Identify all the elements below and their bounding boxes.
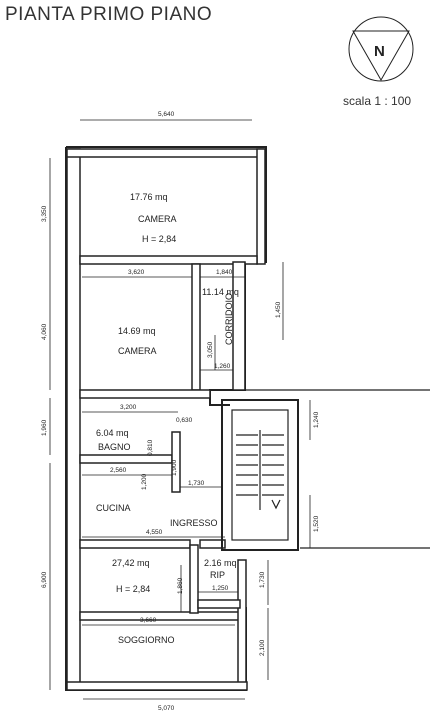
dim-corr-height: 1,450 bbox=[275, 301, 282, 318]
dim-cucina-small: 1,200 bbox=[141, 473, 148, 490]
camera1-height: H = 2,84 bbox=[142, 234, 176, 244]
dim-left-top: 3,350 bbox=[41, 205, 48, 222]
dim-right-top: 1,240 bbox=[313, 411, 320, 428]
dim-soggiorno-width: 3,660 bbox=[140, 617, 157, 624]
camera2-name: CAMERA bbox=[118, 346, 157, 356]
dim-bagno-right: 1,900 bbox=[171, 459, 178, 476]
dim-bottom-width: 5,070 bbox=[158, 705, 175, 712]
dim-corr-bottom: 1,260 bbox=[214, 363, 231, 370]
dim-left-b1: 1,960 bbox=[41, 419, 48, 436]
dim-corr-lower: 3,050 bbox=[207, 341, 214, 358]
soggiorno-area: 27,42 mq bbox=[112, 558, 150, 568]
dim-bagno-width: 3,200 bbox=[120, 404, 137, 411]
dim-right-mid: 1,520 bbox=[313, 515, 320, 532]
bagno-name: BAGNO bbox=[98, 442, 131, 452]
scale-label: scala 1 : 100 bbox=[343, 94, 412, 108]
dim-right-bottom: 2,100 bbox=[259, 639, 266, 656]
page-title: PIANTA PRIMO PIANO bbox=[5, 4, 213, 25]
dim-camera2-width: 3,620 bbox=[128, 269, 145, 276]
staircase bbox=[221, 262, 430, 551]
bagno-area: 6.04 mq bbox=[96, 428, 129, 438]
cucina-name: CUCINA bbox=[96, 503, 131, 513]
dim-rip-width: 1,250 bbox=[212, 585, 229, 592]
rip-name: RIP bbox=[210, 570, 225, 580]
dim-bagno-small: 0,630 bbox=[176, 417, 193, 424]
dim-cucina-width: 2,560 bbox=[110, 467, 127, 474]
north-label: N bbox=[374, 43, 385, 60]
camera2-area: 14.69 mq bbox=[118, 326, 156, 336]
dim-left-b2: 6,900 bbox=[41, 571, 48, 588]
dim-rip-right: 1,730 bbox=[259, 571, 266, 588]
corridoio-name: CORRIDOIO bbox=[224, 293, 234, 345]
dim-left-mid: 4,060 bbox=[41, 323, 48, 340]
wall-segments bbox=[66, 148, 266, 691]
dim-cucina-right: 1,730 bbox=[188, 480, 205, 487]
dimension-lines bbox=[49, 119, 311, 700]
dim-corr-width: 1,840 bbox=[216, 269, 233, 276]
north-arrow-icon bbox=[348, 16, 414, 82]
dim-rip-left: 1,860 bbox=[177, 577, 184, 594]
ingresso-name: INGRESSO bbox=[170, 518, 218, 528]
rip-area: 2.16 mq bbox=[204, 558, 237, 568]
soggiorno-height: H = 2,84 bbox=[116, 584, 150, 594]
camera1-name: CAMERA bbox=[138, 214, 177, 224]
corridoio-area: 11.14 mq bbox=[202, 287, 239, 297]
dim-bagno-mid: 0,810 bbox=[147, 439, 154, 456]
soggiorno-name: SOGGIORNO bbox=[118, 635, 175, 645]
camera1-area: 17.76 mq bbox=[130, 192, 168, 202]
dim-top-width: 5,640 bbox=[158, 111, 175, 118]
dim-ingresso-width: 4,550 bbox=[146, 529, 163, 536]
